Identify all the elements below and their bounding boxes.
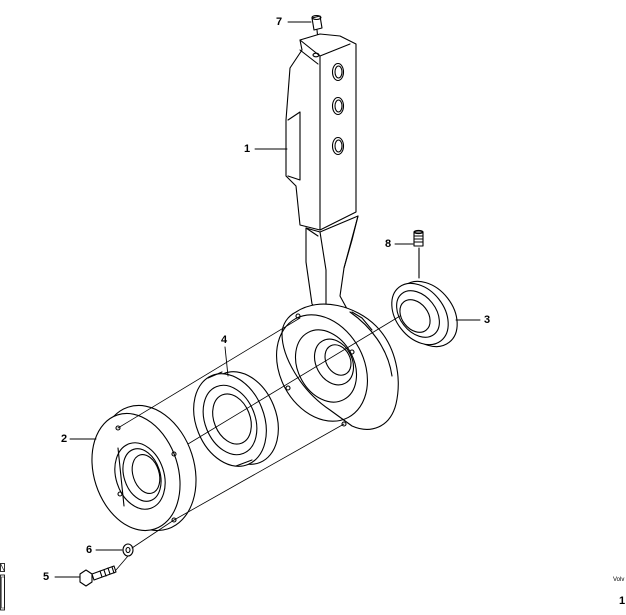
brand-label: Volv	[613, 577, 625, 583]
callout-5: 5	[43, 571, 50, 583]
part-6-washer	[122, 543, 134, 557]
part-8-set-screw	[413, 229, 424, 279]
clipped-edge-icon	[0, 563, 5, 611]
callout-2: 2	[61, 433, 68, 445]
alignment-lines	[115, 315, 401, 571]
callout-7: 7	[276, 16, 283, 28]
callout-4: 4	[221, 334, 228, 346]
callout-8: 8	[385, 238, 392, 250]
callout-6: 6	[86, 544, 93, 556]
leader-lines	[54, 21, 481, 578]
part-5-bolt	[79, 565, 117, 587]
callout-3: 3	[484, 314, 491, 326]
part-3-seal-ring	[391, 280, 458, 348]
part-1-arm-bracket	[275, 33, 399, 430]
part-4-bearing	[193, 371, 279, 467]
callout-1: 1	[244, 143, 251, 155]
page-number: 1	[619, 595, 626, 607]
part-2-flange-housing	[91, 404, 197, 532]
